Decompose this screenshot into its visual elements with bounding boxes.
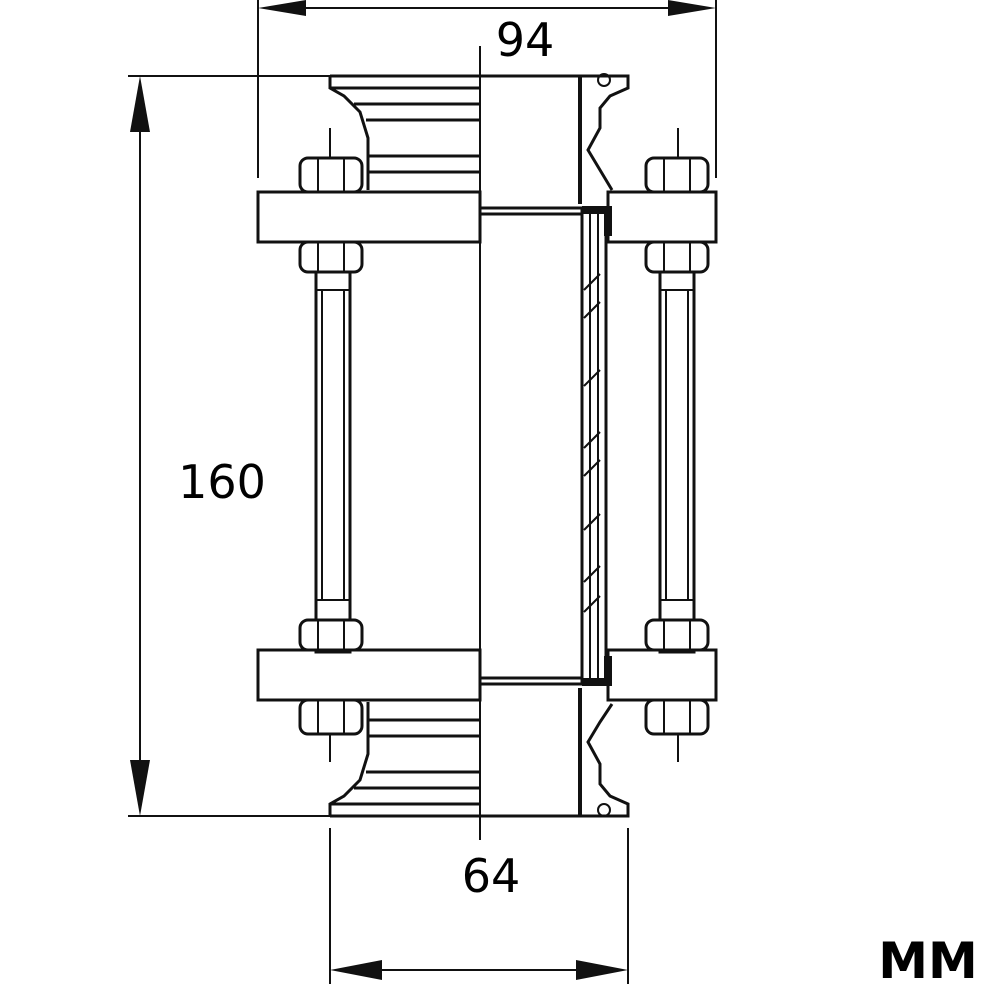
unit-label: MM	[878, 932, 978, 990]
arrowhead-left	[258, 0, 306, 16]
arrowhead-top	[130, 76, 150, 132]
nut-top-lower	[644, 240, 710, 274]
nut-bottom-upper	[644, 618, 710, 652]
nut-bottom-upper	[298, 618, 364, 652]
left-tie-rod	[298, 128, 364, 762]
glass-hatching	[583, 273, 601, 613]
glass-tube	[480, 206, 612, 686]
ferrule-outline	[330, 703, 630, 818]
arrowhead-bottom	[130, 760, 150, 816]
flange-plate-right	[606, 648, 718, 702]
ferrule-notch	[597, 803, 611, 817]
flange-plate-left	[256, 190, 482, 244]
nut-top-upper	[644, 156, 710, 194]
flange-plate-left	[256, 648, 482, 702]
nut-bottom-lower	[298, 698, 364, 736]
dimension-label-94: 94	[496, 13, 555, 67]
gasket-bottom	[582, 656, 612, 686]
top-ferrule	[328, 74, 630, 204]
dimension-overall-width: 94	[257, 0, 717, 178]
dimension-label-160: 160	[178, 455, 266, 509]
gasket-top	[582, 206, 612, 236]
bottom-flange	[256, 648, 718, 702]
dimension-body-width: 64	[329, 828, 629, 984]
nut-top-upper	[298, 156, 364, 194]
flange-plate-right	[606, 190, 718, 244]
ferrule-neck-left	[328, 76, 370, 190]
nut-top-lower	[298, 240, 364, 274]
right-tie-rod	[644, 128, 710, 762]
top-flange	[256, 190, 718, 244]
ferrule-outline	[330, 74, 630, 191]
ferrule-notch	[597, 73, 611, 87]
bottom-ferrule	[328, 688, 630, 818]
arrowhead-right	[668, 0, 716, 16]
nut-bottom-lower	[644, 698, 710, 736]
dimension-height: 160	[128, 75, 330, 817]
arrowhead-right	[576, 960, 628, 980]
ferrule-neck-left	[328, 702, 370, 816]
arrowhead-left	[330, 960, 382, 980]
dimension-label-64: 64	[462, 849, 521, 903]
